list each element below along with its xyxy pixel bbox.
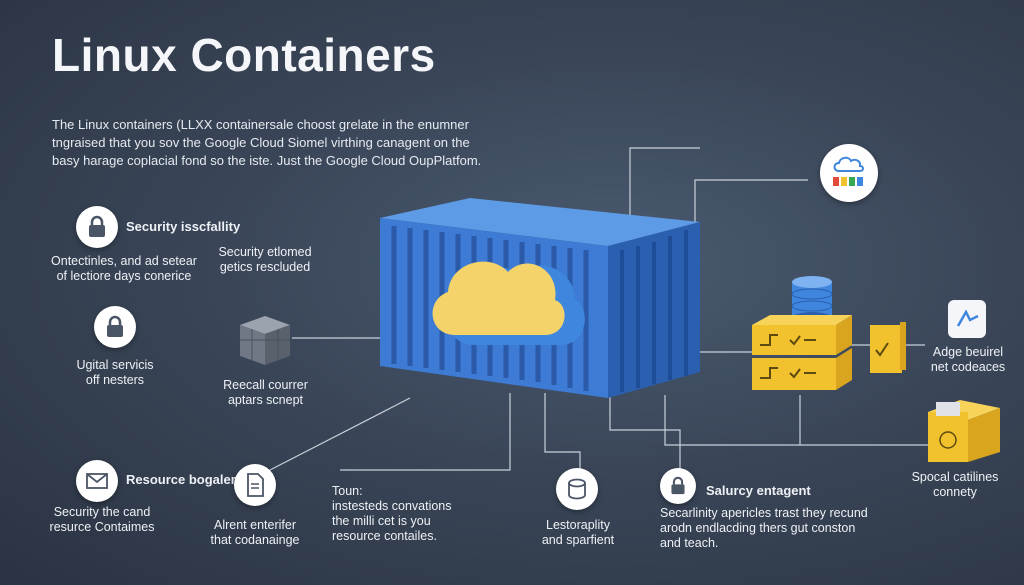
connector-top-cloud-1: [629, 147, 700, 218]
toun-label: Toun: instesteds convations the milli ce…: [332, 484, 492, 544]
services-line-1: Ugital servicis: [76, 358, 154, 372]
intro-text: The Linux containers (LLXX containersale…: [52, 116, 492, 170]
folder-box-icon: [928, 400, 1000, 462]
database-badge: [556, 468, 598, 510]
alrent-line-1: Alrent enterifer: [214, 518, 296, 532]
security-desc: Ontectinles, and ad setear of lectiore d…: [44, 254, 204, 284]
intro-line-2: tngraised that you sov the Google Cloud …: [52, 135, 470, 150]
spocal-label: Spocal catilines connety: [900, 470, 1010, 500]
intro-line-1: The Linux containers (LLXX containersale…: [52, 117, 469, 132]
alrent-line-2: that codanainge: [210, 533, 300, 547]
recall-line-2: aptars scnept: [227, 393, 304, 407]
connector-bottom-far-left: [269, 397, 411, 471]
toun-line-2: instesteds convations: [332, 499, 452, 513]
security-note-line-1: Security etlomed: [218, 245, 312, 259]
container-top: [380, 198, 700, 246]
recall-label: Reecall courrer aptars scnept: [208, 378, 323, 408]
salury-line-1: Secarlinity apericles trast they recund: [660, 506, 868, 520]
lesto-line-2: and sparfient: [541, 533, 615, 547]
connector-bottom-right: [609, 393, 681, 470]
yellow-cloud-icon: [432, 261, 565, 335]
alrent-label: Alrent enterifer that codanainge: [196, 518, 314, 548]
small-server-icon: [870, 322, 906, 373]
security-note: Security etlomed getics rescluded: [210, 245, 320, 275]
cloud-storage-icon: [833, 156, 864, 186]
container-side-ribs: [620, 230, 688, 392]
connector-right-box: [664, 395, 930, 446]
lock-icon: [89, 215, 105, 237]
resource-title: Resource bogalert: [126, 472, 241, 487]
mail-badge: [76, 460, 118, 502]
lesto-label: Lestoraplity and sparfient: [524, 518, 632, 548]
cloud-storage-badge: [820, 144, 878, 202]
spocal-line-2: connety: [933, 485, 977, 499]
security-lock-badge: [660, 468, 696, 504]
resource-desc-line-2: resurce Contaimes: [49, 520, 155, 534]
toun-line-3: the milli cet is you: [332, 514, 431, 528]
salury-title: Salurcy entagent: [706, 483, 811, 498]
security-title: Security isscfallity: [126, 219, 241, 234]
connector-bottom-left: [340, 393, 511, 471]
recall-line-1: Reecall courrer: [223, 378, 308, 392]
toun-line-4: resource contailes.: [332, 529, 437, 543]
spocal-line-1: Spocal catilines: [911, 470, 999, 484]
shipping-container: [380, 198, 700, 398]
salury-line-2: arodn endlacding thers gut conston: [660, 521, 856, 535]
services-label: Ugital servicis off nesters: [60, 358, 170, 388]
app-tile-icon: [948, 300, 986, 338]
padlock-badge: [94, 306, 136, 348]
document-icon: [247, 473, 264, 497]
cube-icon: [240, 316, 290, 365]
salury-line-3: and teach.: [660, 536, 719, 550]
page-title: Linux Containers: [52, 29, 436, 81]
resource-desc-line-1: Security the cand: [53, 505, 151, 519]
adge-label: Adge beuirel net codeaces: [918, 345, 1018, 375]
lock-small-icon: [671, 476, 685, 495]
server-stack-icon: [752, 315, 852, 390]
services-line-2: off nesters: [85, 373, 145, 387]
document-badge: [234, 464, 276, 506]
security-desc-line-1: Ontectinles, and ad setear: [51, 254, 197, 268]
intro-line-3: basy harage coplacial fond so the iste. …: [52, 153, 482, 168]
cylinder-icon: [568, 478, 586, 500]
resource-desc: Security the cand resurce Contaimes: [46, 505, 158, 535]
padlock-icon: [107, 315, 123, 337]
security-note-line-2: getics rescluded: [219, 260, 311, 274]
lesto-line-1: Lestoraplity: [546, 518, 610, 532]
adge-line-1: Adge beuirel: [932, 345, 1004, 359]
adge-line-2: net codeaces: [930, 360, 1006, 374]
security-desc-line-2: of lectiore days conerice: [56, 269, 192, 283]
mail-icon: [86, 473, 108, 489]
connector-top-cloud-2: [694, 179, 808, 228]
connector-lines: [269, 147, 930, 471]
lock-badge: [76, 206, 118, 248]
connector-bottom-mid: [544, 393, 581, 470]
salury-desc: Secarlinity apericles trast they recund …: [660, 506, 880, 551]
toun-line-1: Toun:: [332, 484, 363, 498]
